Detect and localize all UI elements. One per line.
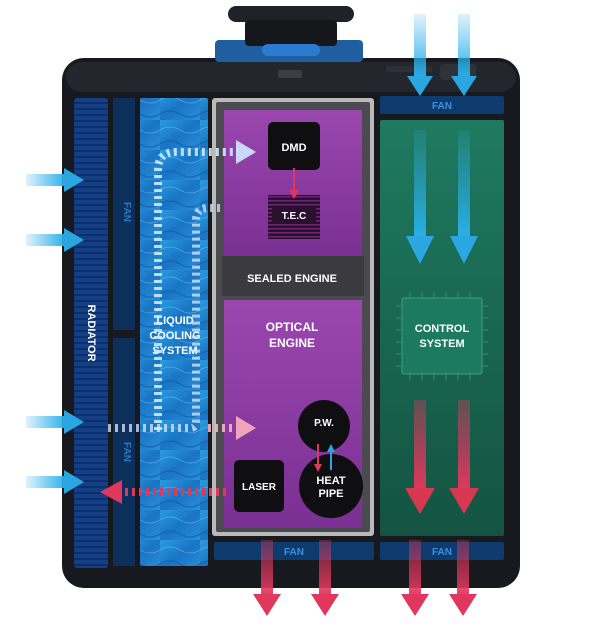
lens-icon [215, 6, 363, 62]
fan-left-top-label: FAN [121, 202, 132, 222]
radiator: RADIATOR [74, 98, 108, 568]
sealed-engine-label: SEALED ENGINE [247, 273, 337, 285]
optical-engine-label-2: ENGINE [269, 336, 315, 350]
red-outflow-arrow-icon [401, 540, 429, 616]
liquid-cooling-label-3: SYSTEM [152, 345, 197, 357]
liquid-cooling-label-1: LIQUID [156, 315, 193, 327]
liquid-cooling-label-2: COOLING [149, 330, 200, 342]
red-outflow-arrow-icon [253, 540, 281, 616]
optical-engine: OPTICAL ENGINE P.W. HEAT PIPE LASER [224, 300, 363, 528]
blue-inflow-arrow-icon [26, 410, 84, 434]
fan-left-top: FAN [113, 98, 135, 330]
fan-top-right: FAN [380, 96, 504, 114]
red-outflow-arrow-icon [311, 540, 339, 616]
blue-inflow-arrow-icon [26, 228, 84, 252]
fan-left-bottom-label: FAN [121, 442, 132, 462]
dmd-block [268, 122, 320, 170]
control-system-panel: CONTROL SYSTEM [380, 120, 504, 536]
inflow-arrows-top [407, 14, 477, 96]
laser-block [234, 460, 284, 512]
radiator-label: RADIATOR [85, 304, 97, 361]
heat-pipe-label-1: HEAT [316, 475, 345, 487]
fan-bottom-right: FAN [380, 542, 504, 560]
inflow-arrows-left [26, 168, 84, 494]
liquid-loop-arrows [100, 140, 256, 504]
chip-icon [396, 292, 488, 380]
tec-label: T.E.C [282, 211, 306, 222]
blue-inflow-arrow-icon [26, 168, 84, 192]
optical-engine-label-1: OPTICAL [266, 320, 319, 334]
heat-pipe-block [299, 454, 363, 518]
laser-label: LASER [242, 482, 277, 493]
control-airflow-in [406, 130, 478, 264]
control-system-label-2: SYSTEM [419, 338, 464, 350]
dmd-label: DMD [281, 142, 306, 154]
fan-left-bottom: FAN [113, 338, 135, 566]
dmd-chamber: DMD T.E.C [224, 110, 362, 256]
fan-bottom-right-label: FAN [432, 547, 452, 558]
red-outflow-arrow-icon [449, 540, 477, 616]
fan-top-right-label: FAN [432, 101, 452, 112]
fan-bottom-mid-label: FAN [284, 547, 304, 558]
control-airflow-out [405, 400, 479, 514]
control-system-label-1: CONTROL [415, 323, 470, 335]
heat-pipe-label-2: PIPE [318, 488, 343, 500]
outflow-arrows-bottom [253, 540, 477, 616]
fan-bottom-mid: FAN [214, 542, 374, 560]
pw-block [298, 400, 350, 452]
liquid-cooling-system: LIQUID COOLING SYSTEM [140, 98, 208, 566]
blue-inflow-arrow-icon [407, 14, 433, 96]
pw-label: P.W. [314, 418, 334, 429]
blue-inflow-arrow-icon [451, 14, 477, 96]
blue-inflow-arrow-icon [26, 470, 84, 494]
